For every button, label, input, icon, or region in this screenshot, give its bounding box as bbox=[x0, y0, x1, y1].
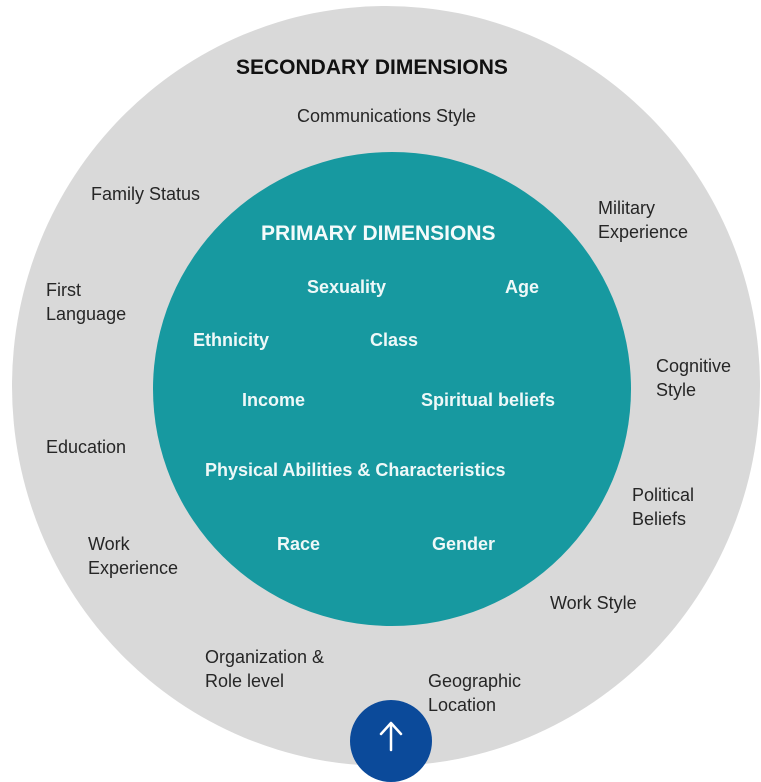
secondary-item-family-status: Family Status bbox=[91, 184, 201, 204]
secondary-item-work-style: Work Style bbox=[550, 593, 637, 613]
primary-item-class: Class bbox=[370, 330, 419, 350]
primary-dimensions-title: PRIMARY DIMENSIONS bbox=[261, 222, 496, 245]
secondary-dimensions-title: SECONDARY DIMENSIONS bbox=[236, 56, 508, 79]
primary-item-sexuality: Sexuality bbox=[307, 277, 387, 297]
primary-dimensions-circle bbox=[153, 152, 631, 626]
arrow-up-icon bbox=[379, 721, 403, 752]
secondary-item-education: Education bbox=[46, 437, 127, 457]
scroll-to-top-button[interactable] bbox=[350, 700, 432, 782]
secondary-item-communications-style: Communications Style bbox=[297, 106, 477, 126]
secondary-item-work-experience: Work Experience bbox=[88, 534, 179, 578]
primary-item-physical-abilities-characteristics: Physical Abilities & Characteristics bbox=[205, 460, 506, 480]
primary-item-age: Age bbox=[505, 277, 540, 297]
secondary-item-cognitive-style: Cognitive Style bbox=[656, 356, 732, 400]
primary-item-ethnicity: Ethnicity bbox=[193, 330, 270, 350]
primary-item-gender: Gender bbox=[432, 534, 496, 554]
primary-item-income: Income bbox=[242, 390, 306, 410]
secondary-item-geographic-location: Geographic Location bbox=[428, 671, 522, 715]
secondary-item-political-beliefs: Political Beliefs bbox=[632, 485, 695, 529]
secondary-item-organization-role-level: Organization & Role level bbox=[205, 647, 325, 691]
primary-item-race: Race bbox=[277, 534, 321, 554]
secondary-item-first-language: First Language bbox=[46, 280, 127, 324]
primary-item-spiritual-beliefs: Spiritual beliefs bbox=[421, 390, 556, 410]
secondary-item-military-experience: Military Experience bbox=[598, 198, 689, 242]
